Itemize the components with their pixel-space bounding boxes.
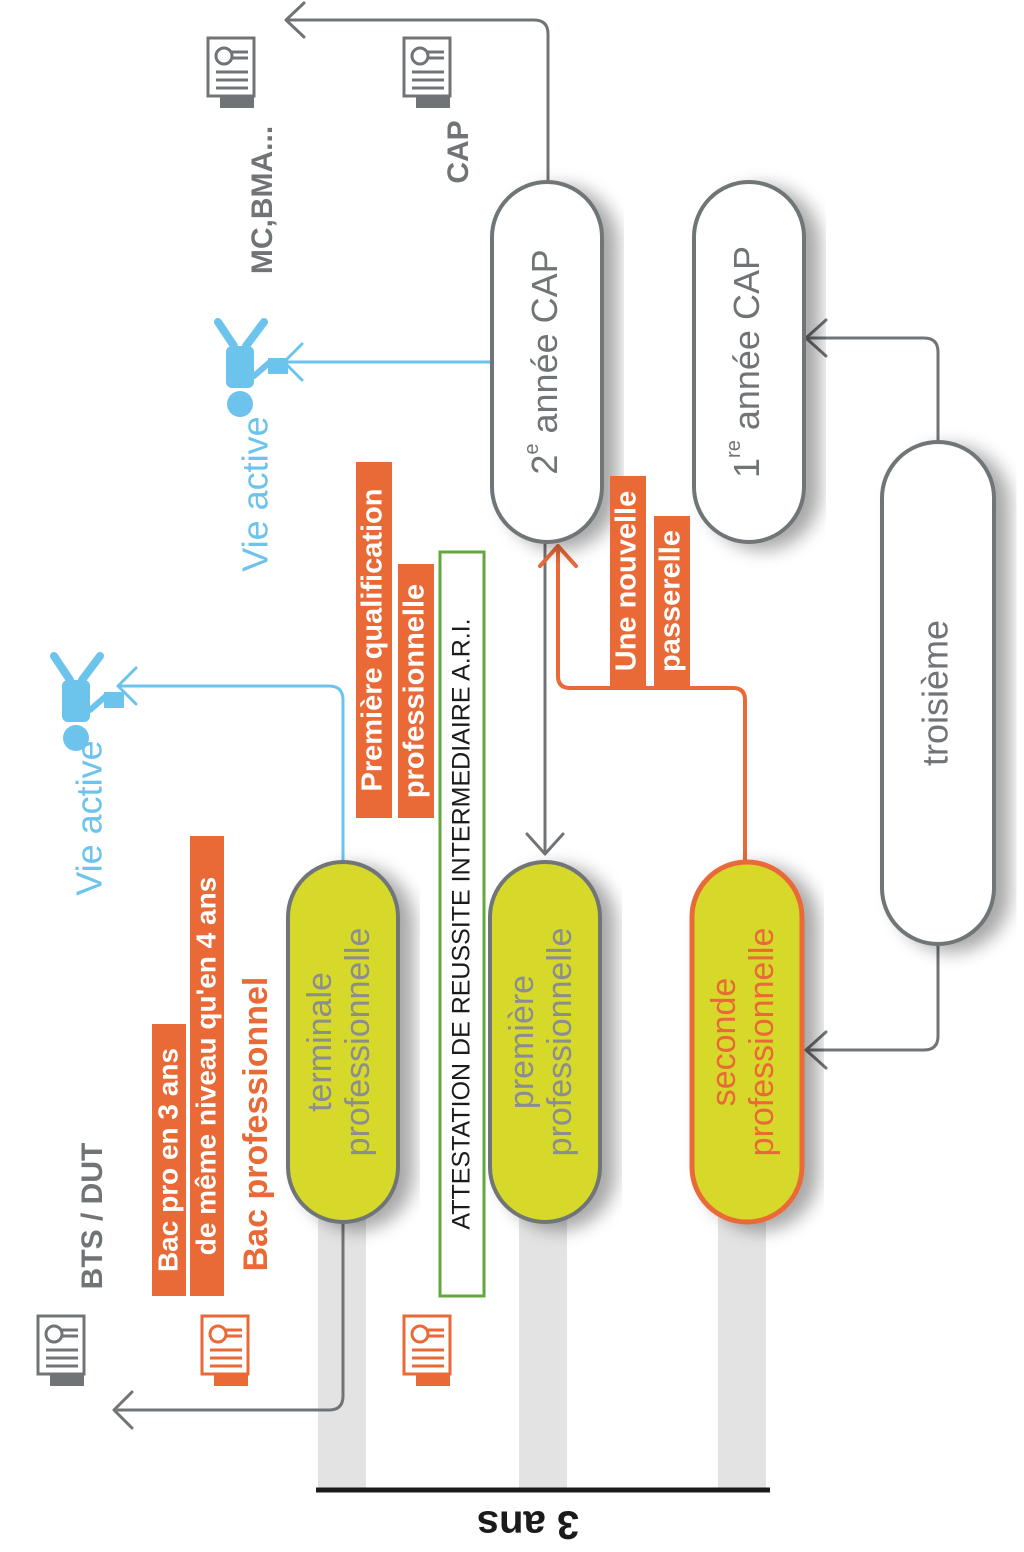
bts-dut-label: BTS / DUT [76,1143,109,1290]
box-seconde: seconde professionnelle [689,859,805,1225]
box-cap2-suffix: année CAP [524,249,565,443]
duration-label: 3 ans [477,1502,579,1546]
arrow-icon [112,1390,134,1430]
une-nouvelle-label: Une nouvelle [611,491,643,672]
box-cap2: 2e année CAP [490,180,604,544]
bac-pro-labels: Bac pro en 3 ans de même niveau qu'en 4 … [152,836,275,1296]
box-cap2-sup: e [521,443,543,454]
passerelle-labels: Une nouvelle passerelle [610,476,690,686]
vie-active-label-1: Vie active [69,740,110,895]
arrow-troisieme-seconde [806,944,940,1052]
meme-niveau-label: de même niveau qu'en 4 ans [190,877,221,1256]
worker-icon [218,322,288,417]
arrow-icon [284,1,306,39]
premiere-qualification-line1: Première qualification [357,489,389,792]
bac-pro-3ans-label: Bac pro en 3 ans [152,1048,183,1272]
cap-label: CAP [442,120,475,183]
arrow-icon [538,544,578,568]
box-terminale-line1: terminale [301,972,339,1112]
premiere-qualification-line2: professionnelle [399,584,431,798]
passerelle-label: passerelle [655,530,687,672]
arrow-to-cap [286,18,550,182]
mc-bma-label: MC,BMA... [246,126,279,274]
box-cap1-prefix: 1 [726,458,767,478]
box-seconde-line2: professionnelle [743,928,781,1157]
attestation-label: ATTESTATION DE REUSSITE INTERMEDIAIRE A.… [448,618,476,1229]
box-troisieme: troisième [880,440,996,946]
box-terminale-line2: professionnelle [339,928,377,1157]
arrow-to-bts [116,1220,345,1412]
box-cap1-sup: re [723,440,745,458]
box-premiere: première professionnelle [488,860,602,1224]
arrow-passerelle [556,546,747,862]
box-troisieme-label: troisième [915,620,956,766]
premiere-qualification-labels: Première qualification professionnelle [356,462,434,818]
box-seconde-line1: seconde [705,978,743,1107]
box-cap2-label: 2e année CAP [521,249,564,474]
arrow-icon [525,832,565,856]
diploma-icon [36,1314,86,1388]
box-cap1: 1re année CAP [692,180,806,544]
box-cap2-prefix: 2 [524,455,565,475]
arrow-to-vie-active-1 [118,684,345,862]
timeline-bar [718,1200,766,1490]
box-premiere-line2: professionnelle [541,928,579,1157]
vie-active-label-2: Vie active [235,416,276,571]
arrow-troisieme-cap1 [806,336,940,442]
timeline-bar [519,1200,567,1490]
bac-professionnel-label: Bac professionnel [237,977,275,1272]
diploma-icon [206,36,256,110]
connectors [112,1,940,1430]
diploma-icon [200,1314,250,1388]
box-cap1-label: 1re année CAP [723,246,766,478]
arrow-icon [116,666,138,706]
timeline-bars [316,1200,770,1493]
diploma-icon [402,1314,452,1388]
box-terminale: terminale professionnelle [286,860,400,1224]
box-premiere-line1: première [503,975,541,1109]
worker-icon [54,656,124,751]
attestation-box: ATTESTATION DE REUSSITE INTERMEDIAIRE A.… [438,550,486,1298]
diploma-icon [402,36,452,110]
box-cap1-suffix: année CAP [726,246,767,440]
arrow-icon [804,1030,828,1070]
